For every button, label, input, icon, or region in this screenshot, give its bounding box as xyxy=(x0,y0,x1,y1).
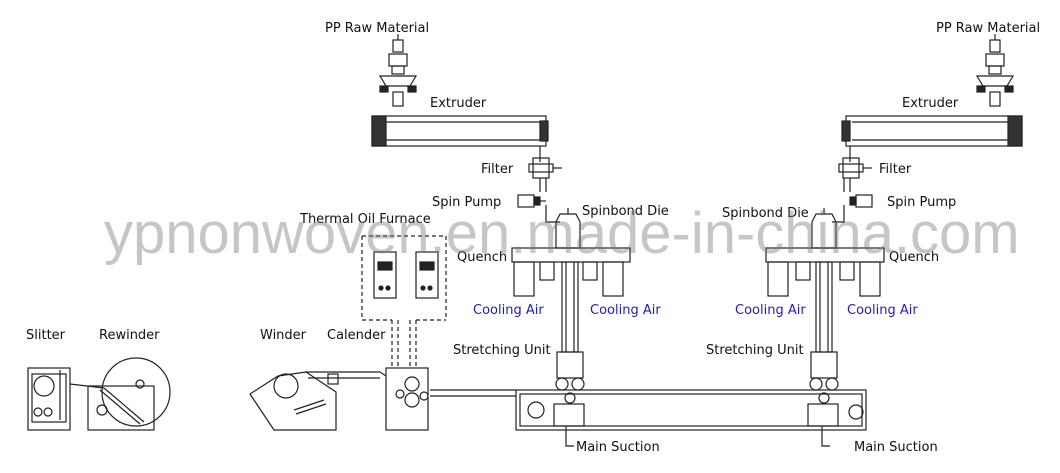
watermark-text: ypnonwoven.en.made-in-china.com xyxy=(104,201,1020,266)
main-suction-ducts xyxy=(565,426,830,447)
thermal-oil-furnace-label: Thermal Oil Furnace xyxy=(300,212,431,227)
slitter-machine xyxy=(27,367,71,431)
rewinder-machine xyxy=(69,357,171,431)
left-hopper xyxy=(378,34,418,107)
rewinder-label: Rewinder xyxy=(99,328,160,343)
right-hopper xyxy=(975,34,1015,107)
spin-pump-right-label: Spin Pump xyxy=(887,195,957,210)
cooling-air-label-2: Cooling Air xyxy=(590,303,661,318)
right-spin-pump xyxy=(849,194,873,208)
spinbond-die-right-label: Spinbond Die xyxy=(722,206,809,221)
winder-machine xyxy=(249,371,380,431)
right-extruder xyxy=(841,115,1023,147)
left-stretching-unit xyxy=(556,261,584,379)
right-stretching-unit xyxy=(810,261,838,379)
left-pipe-3 xyxy=(545,205,560,223)
extruder-right-label: Extruder xyxy=(902,96,959,111)
filter-right-label: Filter xyxy=(879,162,912,177)
pp-raw-material-right-label: PP Raw Material xyxy=(936,21,1041,36)
pp-raw-material-left-label: PP Raw Material xyxy=(325,21,430,36)
right-pipe-2 xyxy=(843,178,851,192)
main-suction-right-label: Main Suction xyxy=(854,440,938,455)
left-spin-pump xyxy=(517,194,546,208)
left-filter xyxy=(528,157,562,179)
stretching-unit-right-label: Stretching Unit xyxy=(706,343,804,358)
extruder-left-label: Extruder xyxy=(430,96,487,111)
forming-conveyor xyxy=(430,389,867,431)
cooling-air-label-1: Cooling Air xyxy=(473,303,544,318)
left-extruder xyxy=(371,115,549,147)
spin-pump-left-label: Spin Pump xyxy=(432,195,502,210)
quench-right-label: Quench xyxy=(889,250,940,265)
filter-left-label: Filter xyxy=(481,162,514,177)
left-laying-rolls xyxy=(527,377,585,419)
right-filter xyxy=(838,157,872,179)
quench-left-label: Quench xyxy=(457,250,508,265)
calender-machine xyxy=(379,367,429,431)
left-pipe-2 xyxy=(539,178,547,192)
calender-label: Calender xyxy=(327,328,386,343)
stretching-unit-left-label: Stretching Unit xyxy=(453,343,551,358)
cooling-air-label-4: Cooling Air xyxy=(847,303,918,318)
right-laying-rolls xyxy=(809,377,864,420)
spinbond-die-left-label: Spinbond Die xyxy=(582,204,669,219)
main-suction-left-label: Main Suction xyxy=(576,440,660,455)
winder-label: Winder xyxy=(260,328,307,343)
thermal-oil-furnace xyxy=(361,235,447,366)
slitter-label: Slitter xyxy=(26,328,66,343)
cooling-air-label-3: Cooling Air xyxy=(735,303,806,318)
